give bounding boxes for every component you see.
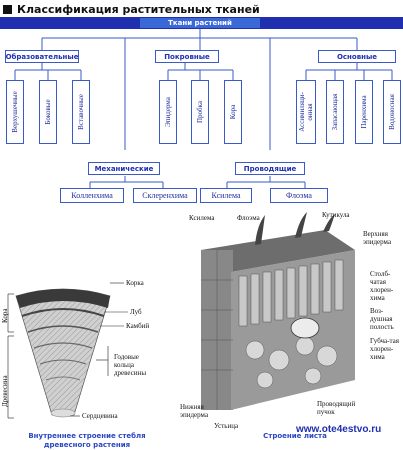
label-korka: Корка <box>126 279 144 287</box>
category-cover: Покровные <box>155 50 219 63</box>
watermark: www.ote4estvo.ru <box>296 424 382 435</box>
root-box: Ткани растений <box>140 18 260 28</box>
category-educational: Образовательные <box>5 50 79 63</box>
item-floema: Флоэма <box>270 188 328 203</box>
caption-leaf: Строение листа <box>263 432 327 440</box>
category-conductive: Проводящие <box>235 162 305 175</box>
item-bokovye: Боковые <box>39 80 57 144</box>
label-stolbch: Столб-чатая хлорен-хима <box>370 270 394 302</box>
item-vodonosnaya: Водоносная <box>383 80 401 144</box>
item-vstavochnye: Вставочные <box>72 80 90 144</box>
label-ksilema: Ксилема <box>189 214 215 222</box>
label-kora-vertical: Кора <box>1 308 9 323</box>
item-sklerenkhima: Склеренхима <box>133 188 197 203</box>
item-kollenkhima: Колленхима <box>60 188 124 203</box>
label-vozd: Воз-душная полость <box>370 307 394 331</box>
item-parenkhima: Паренхима <box>355 80 373 144</box>
label-gubch: Губча-тая хлорен-хима <box>370 337 399 361</box>
item-zapasayushchaya: Запасающая <box>326 80 344 144</box>
item-epiderma: Эпидерма <box>159 80 177 144</box>
label-lub: Луб <box>130 308 142 316</box>
title-row: Классификация растительных тканей <box>3 2 260 16</box>
label-nizh-epiderma: Нижняя эпидерма <box>180 403 209 419</box>
label-kolca: Годовые кольца древесины <box>114 353 147 377</box>
label-drevesina-vertical: Древесина <box>1 375 9 407</box>
item-verkhushechnye: Верхушечные <box>6 80 24 144</box>
stem-illustration <box>7 282 128 419</box>
label-serdcevina: Сердцевина <box>82 412 118 420</box>
title-square-icon <box>3 4 12 14</box>
category-basic: Основные <box>318 50 396 63</box>
item-probka: Пробка <box>191 80 209 144</box>
item-assimilyacionnaya: Ассимиляци-онная <box>296 80 316 144</box>
connector-lines <box>14 29 393 188</box>
label-floema: Флоэма <box>237 214 260 222</box>
label-verh-epiderma: Верхняя эпидерма <box>363 230 392 246</box>
caption-stem: Внутреннее строение стебля древесного ра… <box>28 432 146 449</box>
leaf-illustration <box>201 212 355 410</box>
item-kora: Кора <box>224 80 242 144</box>
label-kambiy: Камбий <box>126 322 150 330</box>
category-mechanical: Механические <box>88 162 160 175</box>
label-ustca: Устьица <box>214 422 239 430</box>
item-ksilema: Ксилема <box>200 188 252 203</box>
label-kutikula: Кутикула <box>322 211 350 219</box>
label-puchok: Проводящий пучок <box>317 400 356 416</box>
page-title: Классификация растительных тканей <box>17 2 260 16</box>
